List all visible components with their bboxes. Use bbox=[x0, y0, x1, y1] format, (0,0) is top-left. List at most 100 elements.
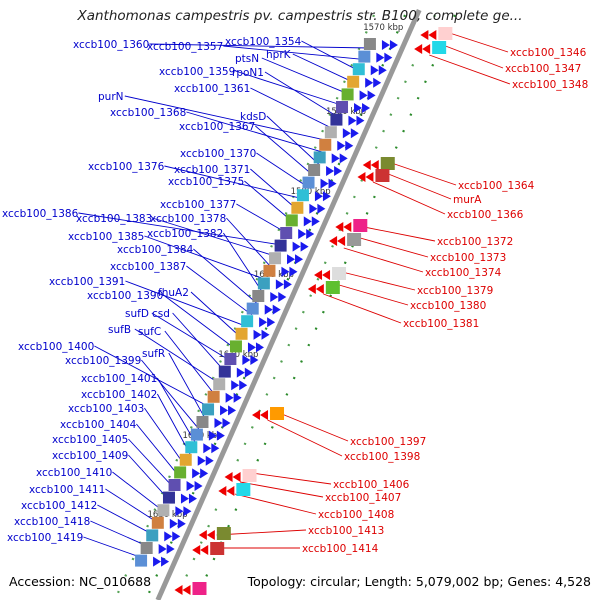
leader-line-left bbox=[250, 168, 299, 211]
gene-arrow-right bbox=[307, 284, 316, 294]
gene-arrow-right bbox=[343, 222, 352, 232]
gene-arrow-left bbox=[211, 443, 220, 454]
gene-arrow-left bbox=[192, 468, 201, 479]
gene-arrow-left bbox=[381, 40, 390, 50]
gene-arrow-left bbox=[169, 518, 178, 529]
leader-line-left bbox=[124, 95, 329, 142]
gene-arrow-right bbox=[370, 160, 379, 170]
gene-arrow-right bbox=[414, 44, 423, 54]
gene-block-left bbox=[341, 88, 354, 101]
gene-arrow-left bbox=[298, 229, 307, 239]
gene-block-left bbox=[185, 441, 198, 454]
leader-line-left bbox=[223, 232, 263, 292]
leader-line-left bbox=[128, 454, 170, 501]
gene-label-left: xccb100_1419 bbox=[7, 532, 83, 544]
gene-label-left: xccb100_1409 bbox=[52, 450, 128, 462]
gene-arrow-left bbox=[378, 65, 387, 76]
gene-label-right: xccb100_1397 bbox=[350, 436, 426, 448]
scale-tick-label: 1610 kbp bbox=[218, 350, 258, 360]
gene-arrow-left bbox=[342, 128, 351, 139]
gene-label-left: xccb100_1354 bbox=[225, 36, 302, 48]
gene-arrow-left bbox=[214, 418, 223, 428]
leader-line-right bbox=[378, 169, 452, 200]
leader-line-left bbox=[144, 407, 186, 466]
gene-label-left: xccb100_1404 bbox=[60, 419, 137, 431]
gene-block-left bbox=[347, 75, 360, 88]
gene-label-left: xccb100_1405 bbox=[52, 434, 128, 446]
leader-line-left bbox=[78, 212, 283, 246]
leader-line-right bbox=[323, 293, 402, 324]
leader-line-left bbox=[186, 111, 324, 153]
gene-arrow-right bbox=[200, 545, 209, 555]
leader-line-left bbox=[292, 53, 355, 84]
backbone-line bbox=[155, 8, 422, 600]
gene-block-right bbox=[325, 281, 340, 294]
accession-text: Accession: NC_010688 bbox=[9, 574, 152, 589]
leader-line-left bbox=[168, 352, 206, 420]
leader-line-left bbox=[90, 520, 150, 548]
gene-arrow-right bbox=[232, 472, 241, 482]
gene-arrow-left bbox=[348, 115, 357, 126]
gene-block-left bbox=[179, 453, 192, 466]
gene-label-right: xccb100_1348 bbox=[512, 79, 588, 91]
gene-label-left: purN bbox=[98, 91, 124, 103]
leader-line-right bbox=[240, 481, 324, 498]
gene-label-right: xccb100_1364 bbox=[458, 180, 535, 192]
leader-line-left bbox=[149, 43, 370, 49]
gene-label-left: xccb100_1411 bbox=[29, 484, 105, 496]
gene-arrow-right bbox=[362, 160, 371, 170]
gene-block-left bbox=[235, 327, 248, 340]
leader-line-left bbox=[164, 165, 304, 200]
gene-block-left bbox=[274, 239, 287, 252]
gene-label-left: xccb100_1384 bbox=[117, 244, 194, 256]
leader-line-left bbox=[141, 359, 201, 432]
gene-label-right: xccb100_1374 bbox=[425, 267, 502, 279]
gene-block-left bbox=[269, 252, 282, 265]
gene-arrow-left bbox=[261, 329, 270, 340]
topology-text: Topology: circular; Length: 5,079,002 bp… bbox=[247, 574, 591, 589]
gene-arrow-right bbox=[224, 472, 233, 482]
gene-block-right bbox=[353, 219, 368, 232]
leader-line-right bbox=[328, 281, 409, 306]
gene-block-right bbox=[438, 27, 453, 40]
gene-label-left: xccb100_1385 bbox=[68, 231, 144, 243]
gene-arrow-left bbox=[233, 392, 242, 403]
gene-block-left bbox=[157, 504, 170, 517]
gene-label-left: xccb100_1367 bbox=[179, 121, 255, 133]
gene-arrow-left bbox=[225, 392, 234, 403]
gene-arrow-right bbox=[329, 236, 338, 246]
gene-label-right: xccb100_1398 bbox=[344, 451, 420, 463]
gene-arrow-left bbox=[345, 140, 354, 151]
leader-line-right bbox=[267, 419, 343, 457]
leader-line-right bbox=[353, 224, 436, 242]
leader-line-left bbox=[261, 57, 350, 95]
gene-arrow-left bbox=[158, 544, 167, 554]
gene-arrow-left bbox=[356, 115, 365, 126]
gene-label-left: xccb100_1387 bbox=[110, 261, 186, 273]
leader-line-left bbox=[97, 504, 155, 536]
leader-line-left bbox=[164, 330, 217, 397]
gene-label-right: xccb100_1372 bbox=[437, 236, 513, 248]
gene-block-left bbox=[280, 227, 293, 239]
leader-line-right bbox=[429, 54, 511, 85]
gene-arrow-left bbox=[205, 455, 214, 466]
leader-line-left bbox=[193, 248, 258, 304]
gene-arrow-left bbox=[183, 506, 192, 517]
gene-arrow-left bbox=[236, 367, 245, 378]
leader-line-left bbox=[105, 488, 160, 524]
gene-label-left: xccb100_1371 bbox=[174, 164, 250, 176]
leader-line-left bbox=[94, 345, 211, 408]
gene-label-left: xccb100_1377 bbox=[160, 199, 236, 211]
gene-label-left: xccb100_1357 bbox=[147, 41, 223, 53]
gene-block-left bbox=[285, 214, 298, 227]
gene-label-left: xccb100_1418 bbox=[14, 516, 90, 528]
gene-arrow-right bbox=[357, 172, 366, 182]
leader-line-left bbox=[83, 536, 144, 559]
gene-arrow-left bbox=[350, 128, 359, 139]
gene-arrow-right bbox=[335, 222, 344, 232]
gene-arrow-left bbox=[250, 355, 259, 365]
gene-block-left bbox=[168, 479, 181, 491]
gene-block-left bbox=[162, 491, 175, 504]
gene-arrow-left bbox=[367, 90, 376, 101]
